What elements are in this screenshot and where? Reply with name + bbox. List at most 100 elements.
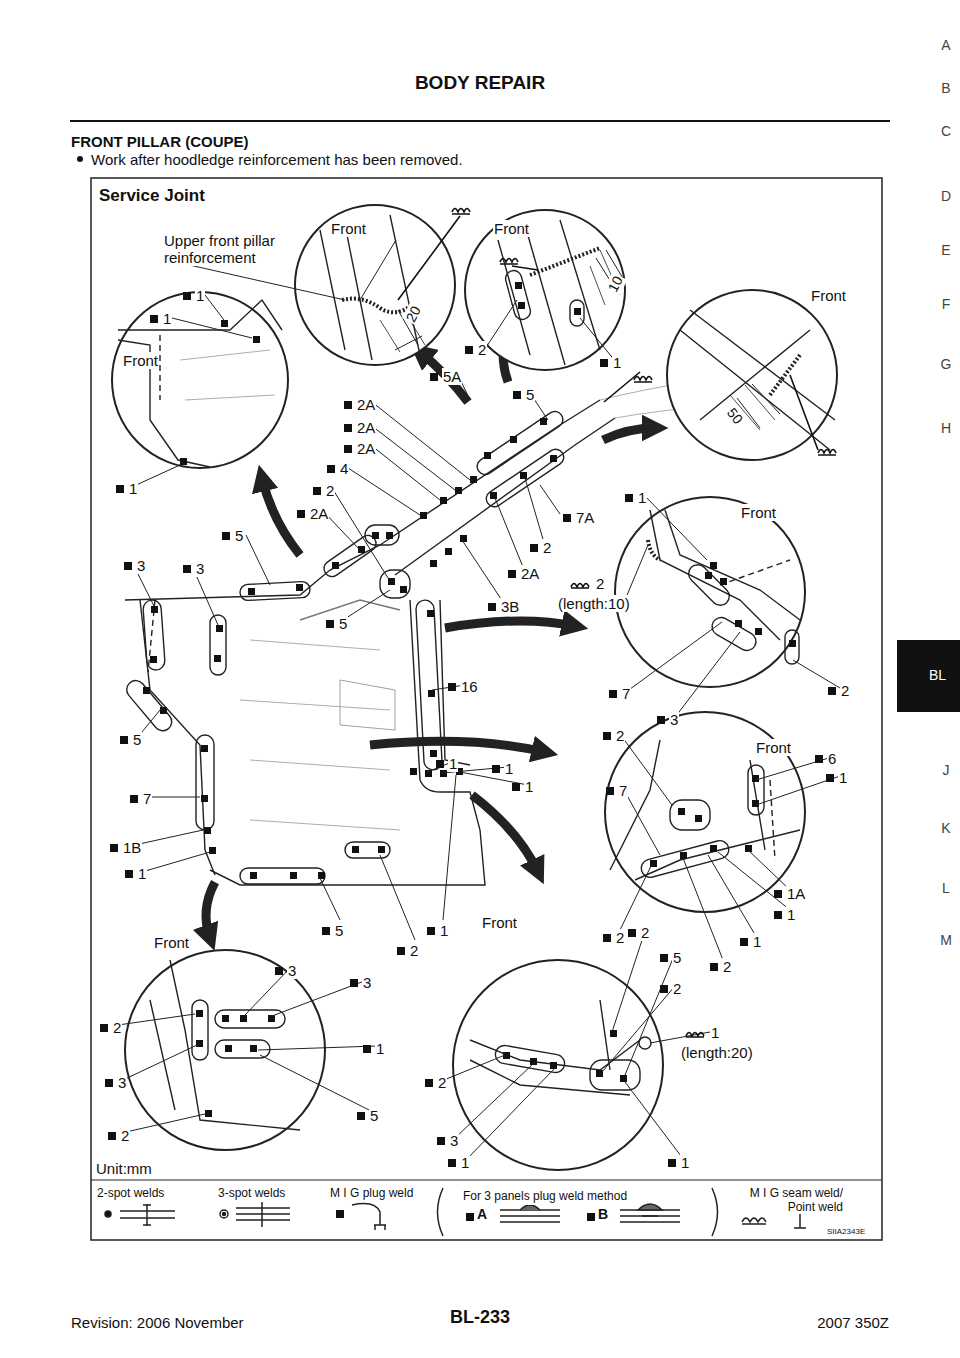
callout-number: 1B xyxy=(122,839,142,856)
weld-marker xyxy=(774,890,782,898)
weld-callout: 6 xyxy=(815,750,837,767)
weld-marker xyxy=(344,445,352,453)
weld-callout: 1 xyxy=(492,760,514,777)
weld-callout: 1 xyxy=(826,769,848,786)
callout-number: 3 xyxy=(117,1074,127,1091)
weld-marker xyxy=(397,947,405,955)
callout-number: 2 xyxy=(615,929,625,946)
weld-marker xyxy=(430,373,438,381)
weld-marker xyxy=(120,736,128,744)
weld-callout: 2 xyxy=(603,929,625,946)
weld-callout: 3 xyxy=(105,1074,127,1091)
callout-number: 1 xyxy=(195,287,205,304)
weld-callout: 1 xyxy=(740,933,762,950)
weld-callout: 1 xyxy=(600,354,622,371)
part-label: Front xyxy=(810,287,847,304)
weld-callout: 3 xyxy=(183,560,205,577)
weld-marker xyxy=(110,844,118,852)
weld-marker xyxy=(448,683,456,691)
callout-number: 5 xyxy=(369,1107,379,1124)
weld-callout: 3 xyxy=(437,1132,459,1149)
page-footer: BL-233 xyxy=(449,1309,511,1326)
callout-number: 3 xyxy=(669,711,679,728)
section-tab: A xyxy=(940,37,951,54)
section-tab: H xyxy=(940,420,952,437)
weld-callout: 3B xyxy=(488,598,520,615)
callout-number: 1 xyxy=(460,1154,470,1171)
weld-callout: 1 xyxy=(668,1154,690,1171)
callout-number: 7 xyxy=(621,685,631,702)
callout-number: 2 xyxy=(120,1127,130,1144)
weld-callout: 3 xyxy=(124,557,146,574)
weld-callout: 1B xyxy=(110,839,142,856)
callout-number: 2A xyxy=(520,565,540,582)
part-label: (length:10) xyxy=(557,595,631,612)
weld-marker xyxy=(350,979,358,987)
callout-number: 7A xyxy=(575,509,595,526)
callout-number: 2 xyxy=(477,341,487,358)
weld-callout: 2 xyxy=(108,1127,130,1144)
weld-callout: 3 xyxy=(275,962,297,979)
weld-marker xyxy=(344,401,352,409)
weld-marker xyxy=(437,1137,445,1145)
callout-number: 1 xyxy=(439,922,449,939)
callout-number: 2A xyxy=(356,440,376,457)
weld-callout: 7 xyxy=(609,685,631,702)
weld-callout: 1A xyxy=(774,885,806,902)
callout-number: 2 xyxy=(672,980,682,997)
weld-marker xyxy=(660,985,668,993)
callout-number: 3 xyxy=(287,962,297,979)
section-tab: K xyxy=(940,820,951,837)
callout-number: 2 xyxy=(840,682,850,699)
weld-callout: 1 xyxy=(363,1040,385,1057)
weld-marker xyxy=(492,765,500,773)
callout-number: 1 xyxy=(612,354,622,371)
part-label: Revision: 2006 November xyxy=(70,1314,245,1331)
weld-marker xyxy=(657,716,665,724)
weld-callout: 4 xyxy=(327,460,349,477)
callout-number: 1 xyxy=(752,933,762,950)
weld-callout: 7A xyxy=(563,509,595,526)
callout-number: 5 xyxy=(672,949,682,966)
weld-marker xyxy=(124,562,132,570)
callout-number: 2 xyxy=(615,727,625,744)
weld-marker xyxy=(668,1159,676,1167)
part-label: Work after hoodledge reinforcement has b… xyxy=(90,151,464,168)
weld-marker xyxy=(436,760,444,768)
weld-callout: 5 xyxy=(326,615,348,632)
weld-marker xyxy=(297,510,305,518)
legend-text: 3-spot welds xyxy=(218,1186,285,1200)
callout-number: 2 xyxy=(640,924,650,941)
weld-marker xyxy=(427,927,435,935)
callout-number: 3B xyxy=(500,598,520,615)
weld-marker xyxy=(100,1024,108,1032)
callout-number: 5 xyxy=(338,615,348,632)
weld-callout: 1 xyxy=(183,287,205,304)
callout-number: 5 xyxy=(334,922,344,939)
callout-number: 2 xyxy=(409,942,419,959)
weld-callout: 2A xyxy=(344,419,376,436)
legend-text: A xyxy=(477,1207,487,1221)
weld-callout: 2 xyxy=(465,341,487,358)
weld-marker xyxy=(563,514,571,522)
callout-number: 1 xyxy=(710,1024,720,1041)
callout-number: 2A xyxy=(309,505,329,522)
callout-number: 3 xyxy=(362,974,372,991)
weld-callout: 2 xyxy=(100,1019,122,1036)
weld-callout: 1 xyxy=(774,906,796,923)
note: SIIA2343E xyxy=(826,1227,866,1236)
weld-marker xyxy=(150,315,158,323)
weld-marker xyxy=(326,620,334,628)
weld-callout: 2 xyxy=(530,539,552,556)
weld-callout: 2 xyxy=(628,924,650,941)
section-tab: BL xyxy=(928,667,947,684)
weld-callout: 5 xyxy=(120,731,142,748)
weld-marker xyxy=(322,927,330,935)
section-heading: Service Joint xyxy=(98,187,206,204)
callout-number: 2 xyxy=(325,482,335,499)
legend-text: 2-spot welds xyxy=(97,1186,164,1200)
callout-number: 1 xyxy=(128,480,138,497)
weld-callout: 1 xyxy=(116,480,138,497)
weld-marker xyxy=(363,1045,371,1053)
callout-number: 1 xyxy=(786,906,796,923)
